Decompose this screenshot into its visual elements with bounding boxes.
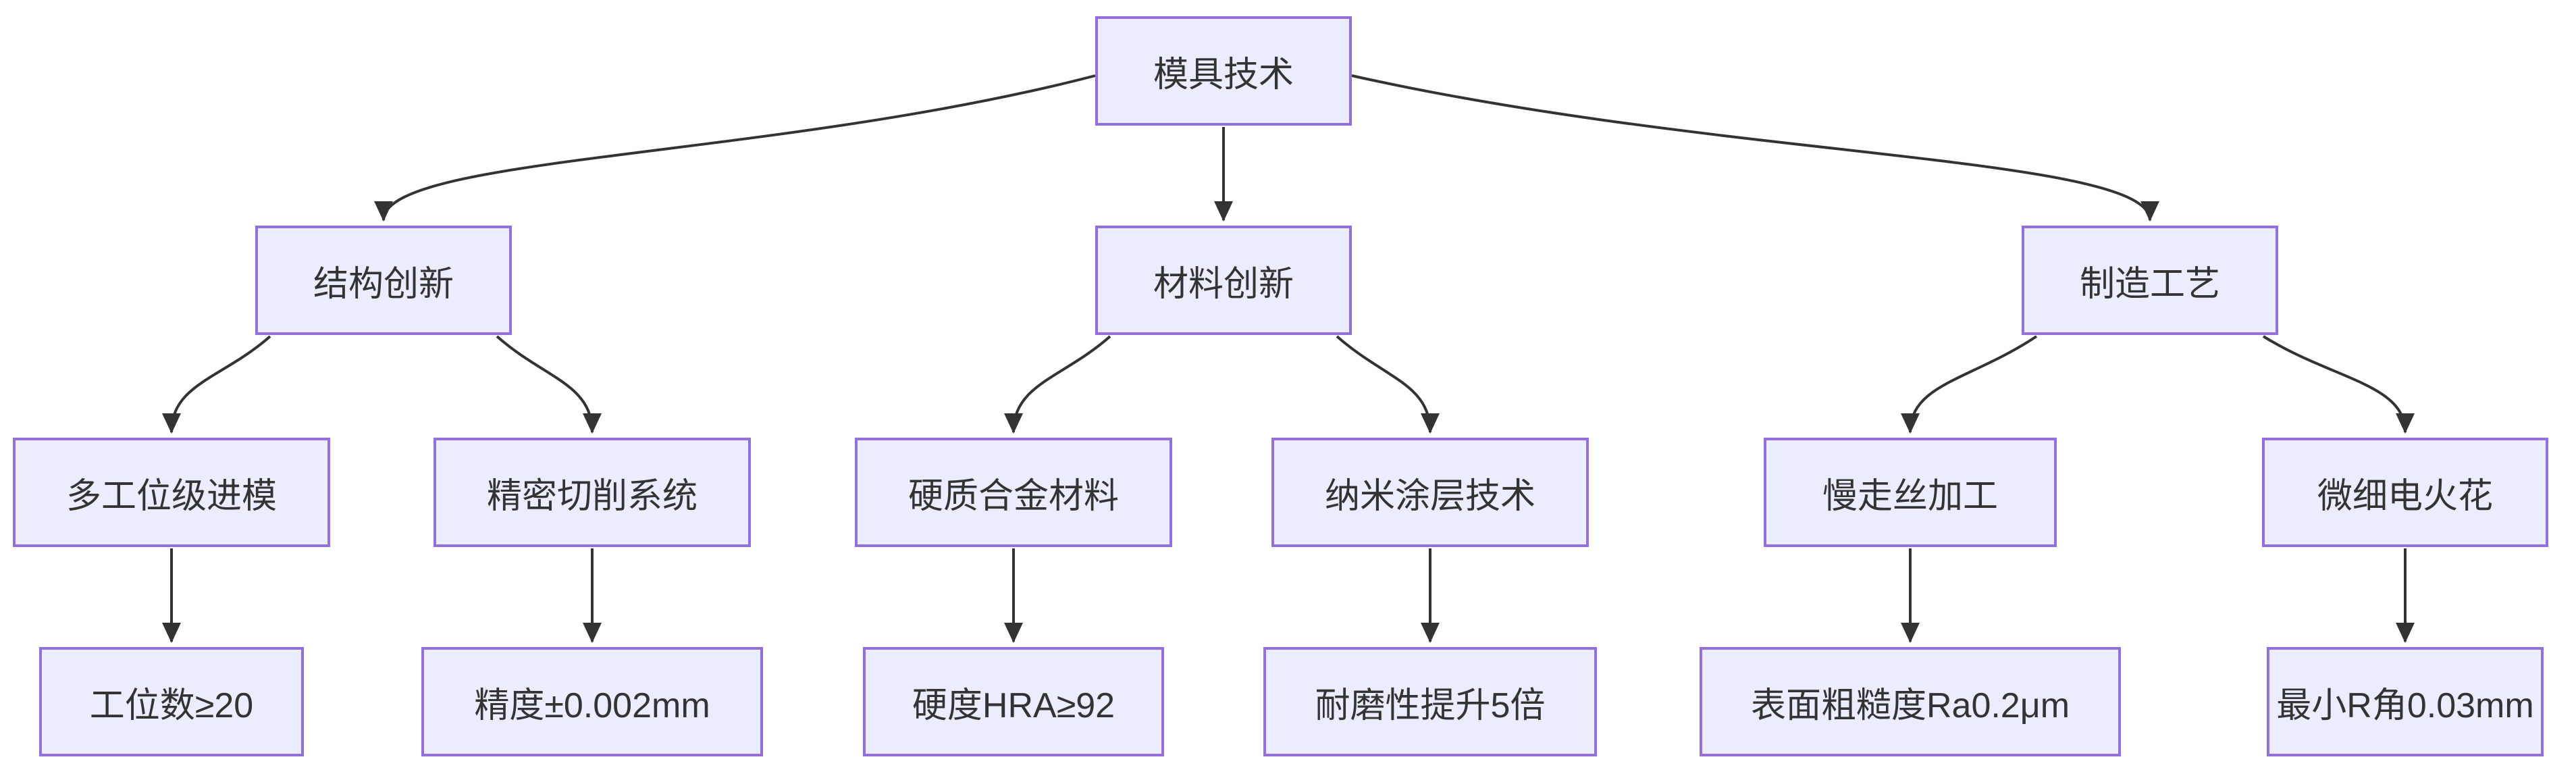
node-station-count: 工位数≥20 <box>39 647 304 756</box>
node-label: 纳米涂层技术 <box>1324 476 1535 516</box>
node-label: 结构创新 <box>313 264 454 304</box>
node-multi-station-progressive-die: 多工位级进模 <box>13 438 330 547</box>
node-nano-coating-technology: 纳米涂层技术 <box>1271 438 1589 547</box>
node-label: 慢走丝加工 <box>1822 476 1998 516</box>
edge-process-to-microEdm <box>2262 335 2415 434</box>
node-micro-edm: 微细电火花 <box>2262 438 2548 547</box>
node-label: 微细电火花 <box>2317 476 2493 516</box>
node-precision-spec: 精度±0.002mm <box>421 647 763 756</box>
node-label: 工位数≥20 <box>89 686 254 725</box>
node-precision-cutting-system: 精密切削系统 <box>433 438 751 547</box>
node-carbide-material: 硬质合金材料 <box>855 438 1172 547</box>
node-label: 多工位级进模 <box>65 476 277 516</box>
node-label: 硬度HRA≥92 <box>912 686 1115 725</box>
node-surface-roughness-spec: 表面粗糙度Ra0.2μm <box>1700 647 2121 756</box>
node-material-innovation: 材料创新 <box>1095 226 1352 335</box>
node-label: 材料创新 <box>1153 264 1294 304</box>
edge-material-to-nanoCoating <box>1336 335 1440 434</box>
edge-material-to-carbide <box>1004 335 1111 434</box>
node-wear-resistance-spec: 耐磨性提升5倍 <box>1263 647 1597 756</box>
node-manufacturing-process: 制造工艺 <box>2022 226 2278 335</box>
edge-process-to-wireEdm <box>1901 335 2038 434</box>
edge-root-to-process <box>1351 74 2159 222</box>
node-wire-edm: 慢走丝加工 <box>1764 438 2057 547</box>
edge-structure-to-precisionCutting <box>496 335 602 434</box>
node-min-radius-spec: 最小R角0.03mm <box>2267 647 2544 756</box>
node-structural-innovation: 结构创新 <box>255 226 512 335</box>
node-label: 表面粗糙度Ra0.2μm <box>1750 686 2070 725</box>
node-label: 最小R角0.03mm <box>2276 686 2534 725</box>
node-label: 模具技术 <box>1153 55 1294 95</box>
node-label: 精密切削系统 <box>486 476 698 516</box>
node-label: 精度±0.002mm <box>474 686 710 725</box>
node-label: 耐磨性提升5倍 <box>1315 686 1546 725</box>
node-hardness-spec: 硬度HRA≥92 <box>863 647 1164 756</box>
edge-root-to-structure <box>374 74 1096 222</box>
node-label: 硬质合金材料 <box>908 476 1119 516</box>
edge-structure-to-multiStation <box>162 335 271 434</box>
node-mold-technology: 模具技术 <box>1095 16 1352 126</box>
node-label: 制造工艺 <box>2079 264 2220 304</box>
